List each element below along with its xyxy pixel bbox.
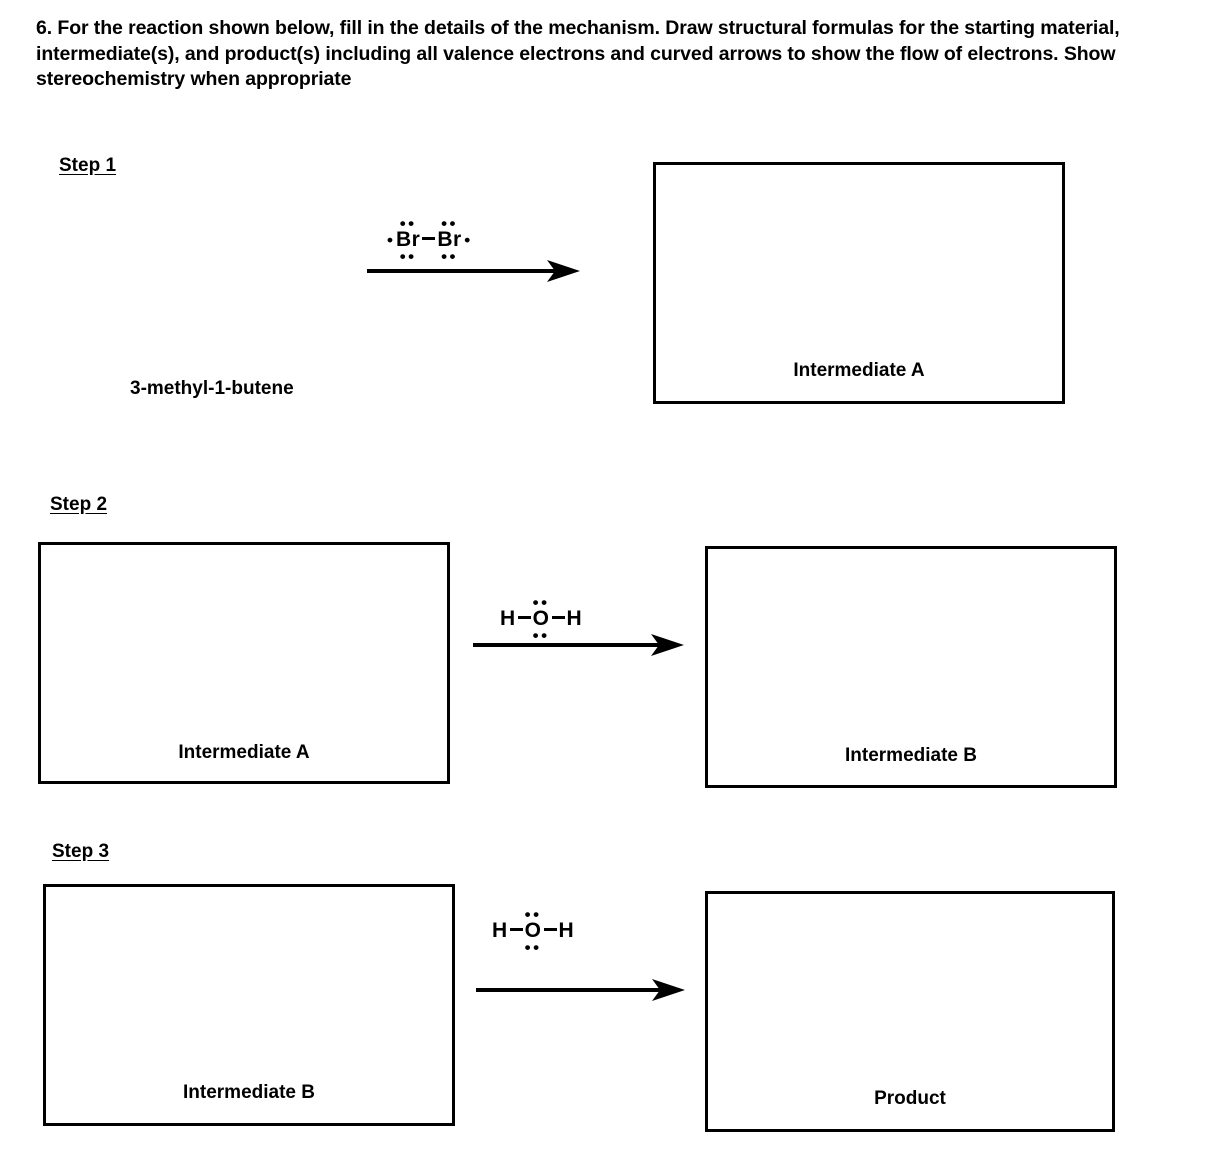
answer-box-label: Intermediate A	[178, 742, 310, 763]
answer-box-intermediate-b-step-3[interactable]: Intermediate B	[43, 884, 455, 1126]
hydrogen-atom-right-label: H	[566, 607, 583, 630]
single-bond-icon	[517, 616, 531, 620]
oxygen-atom-label: O	[532, 607, 550, 630]
starting-material-label: 3-methyl-1-butene	[130, 378, 294, 399]
lone-pair-bottom-icon: ••	[441, 247, 458, 266]
answer-box-label: Product	[874, 1088, 946, 1109]
lone-pair-bottom-icon: ••	[399, 247, 417, 266]
reaction-arrow-step-1-icon	[367, 258, 581, 284]
bromine-atom-left: •• • Br ••	[387, 215, 421, 265]
oxygen-atom-label: O	[524, 919, 542, 942]
lone-pair-top-icon: ••	[441, 214, 458, 233]
answer-box-label: Intermediate B	[183, 1082, 315, 1103]
answer-box-label: Intermediate B	[845, 745, 977, 766]
oxygen-atom: •• O ••	[524, 906, 542, 956]
hydrogen-atom-right-label: H	[558, 919, 575, 942]
answer-box-intermediate-b-step-2[interactable]: Intermediate B	[705, 546, 1117, 788]
lone-pair-top-icon: ••	[532, 593, 550, 612]
reagent-water-lewis-structure-step-2: H •• O •• H	[500, 594, 583, 644]
answer-box-product-step-3[interactable]: Product	[705, 891, 1115, 1132]
answer-box-intermediate-a-step-2[interactable]: Intermediate A	[38, 542, 450, 784]
single-bond-icon	[422, 237, 436, 241]
answer-box-intermediate-a-step-1[interactable]: Intermediate A	[653, 162, 1065, 404]
question-prompt: 6. For the reaction shown below, fill in…	[36, 17, 1120, 91]
hydrogen-atom-left-label: H	[492, 919, 508, 942]
bromine-atom-right-label: Br	[437, 228, 462, 251]
answer-box-label: Intermediate A	[793, 360, 925, 381]
single-bond-icon	[509, 928, 523, 932]
reaction-arrow-step-3-icon	[476, 977, 686, 1003]
reaction-arrow-step-2-icon	[473, 632, 685, 658]
single-bond-icon	[551, 616, 565, 620]
lone-pair-left-icon: •	[387, 230, 394, 250]
single-bond-icon	[543, 928, 557, 932]
bromine-atom-right: •• Br • ••	[437, 215, 470, 265]
reagent-bromine-lewis-structure: •• • Br •• •• Br • ••	[387, 215, 470, 265]
lone-pair-bottom-icon: ••	[532, 626, 550, 645]
step-1-heading: Step 1	[59, 155, 117, 176]
lone-pair-top-icon: ••	[524, 905, 542, 924]
lone-pair-top-icon: ••	[399, 214, 417, 233]
step-2-heading: Step 2	[50, 494, 108, 515]
oxygen-atom: •• O ••	[532, 594, 550, 644]
step-3-heading: Step 3	[52, 841, 110, 862]
reagent-water-lewis-structure-step-3: H •• O •• H	[492, 906, 575, 956]
hydrogen-atom-left-label: H	[500, 607, 516, 630]
bromine-atom-left-label: Br	[396, 228, 421, 251]
lone-pair-bottom-icon: ••	[524, 938, 542, 957]
lone-pair-right-icon: •	[464, 230, 471, 250]
